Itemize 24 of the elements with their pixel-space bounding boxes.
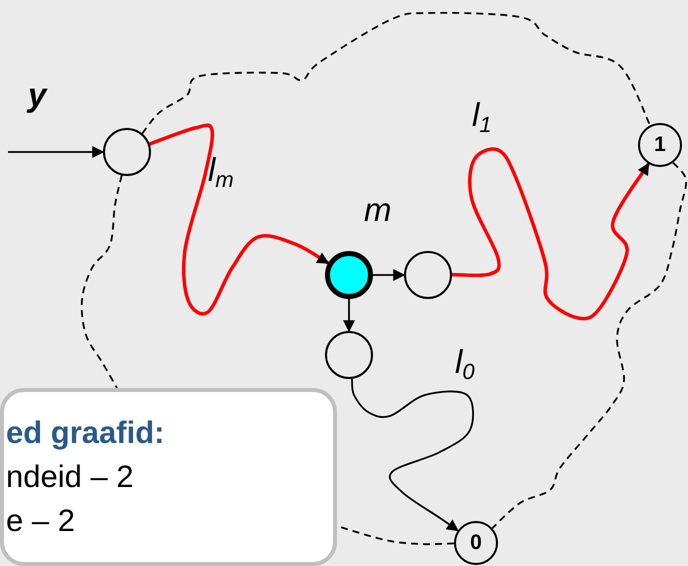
arrow [373, 269, 406, 281]
text-panel [0, 388, 337, 566]
node-circle [325, 331, 373, 379]
arrow [343, 299, 355, 332]
edge-label: l$_{0}$ [455, 345, 475, 383]
edge-label: l$_{m}$ [208, 153, 234, 191]
dashed-boundary-line [142, 12, 651, 134]
arrow [8, 146, 104, 158]
edge-label: l$_{1}$ [472, 98, 492, 136]
node-circle [404, 251, 452, 299]
wavy-path-arrow [452, 148, 650, 320]
panel-text: e – 2 [6, 504, 75, 538]
dashed-boundary-line [492, 162, 688, 529]
panel-text: ndeid – 2 [6, 460, 134, 494]
wavy-path-arrow [351, 378, 474, 532]
node-circle [103, 128, 151, 176]
node-label: m [364, 193, 392, 226]
node-circle: 0 [454, 521, 498, 565]
panel-heading: ed graafid: [6, 416, 164, 450]
node-circle: 1 [638, 123, 682, 167]
dashed-boundary-line [80, 175, 123, 388]
edge-label: y [28, 78, 46, 111]
wavy-path-arrow [149, 124, 330, 316]
highlighted-node-circle [325, 251, 373, 299]
